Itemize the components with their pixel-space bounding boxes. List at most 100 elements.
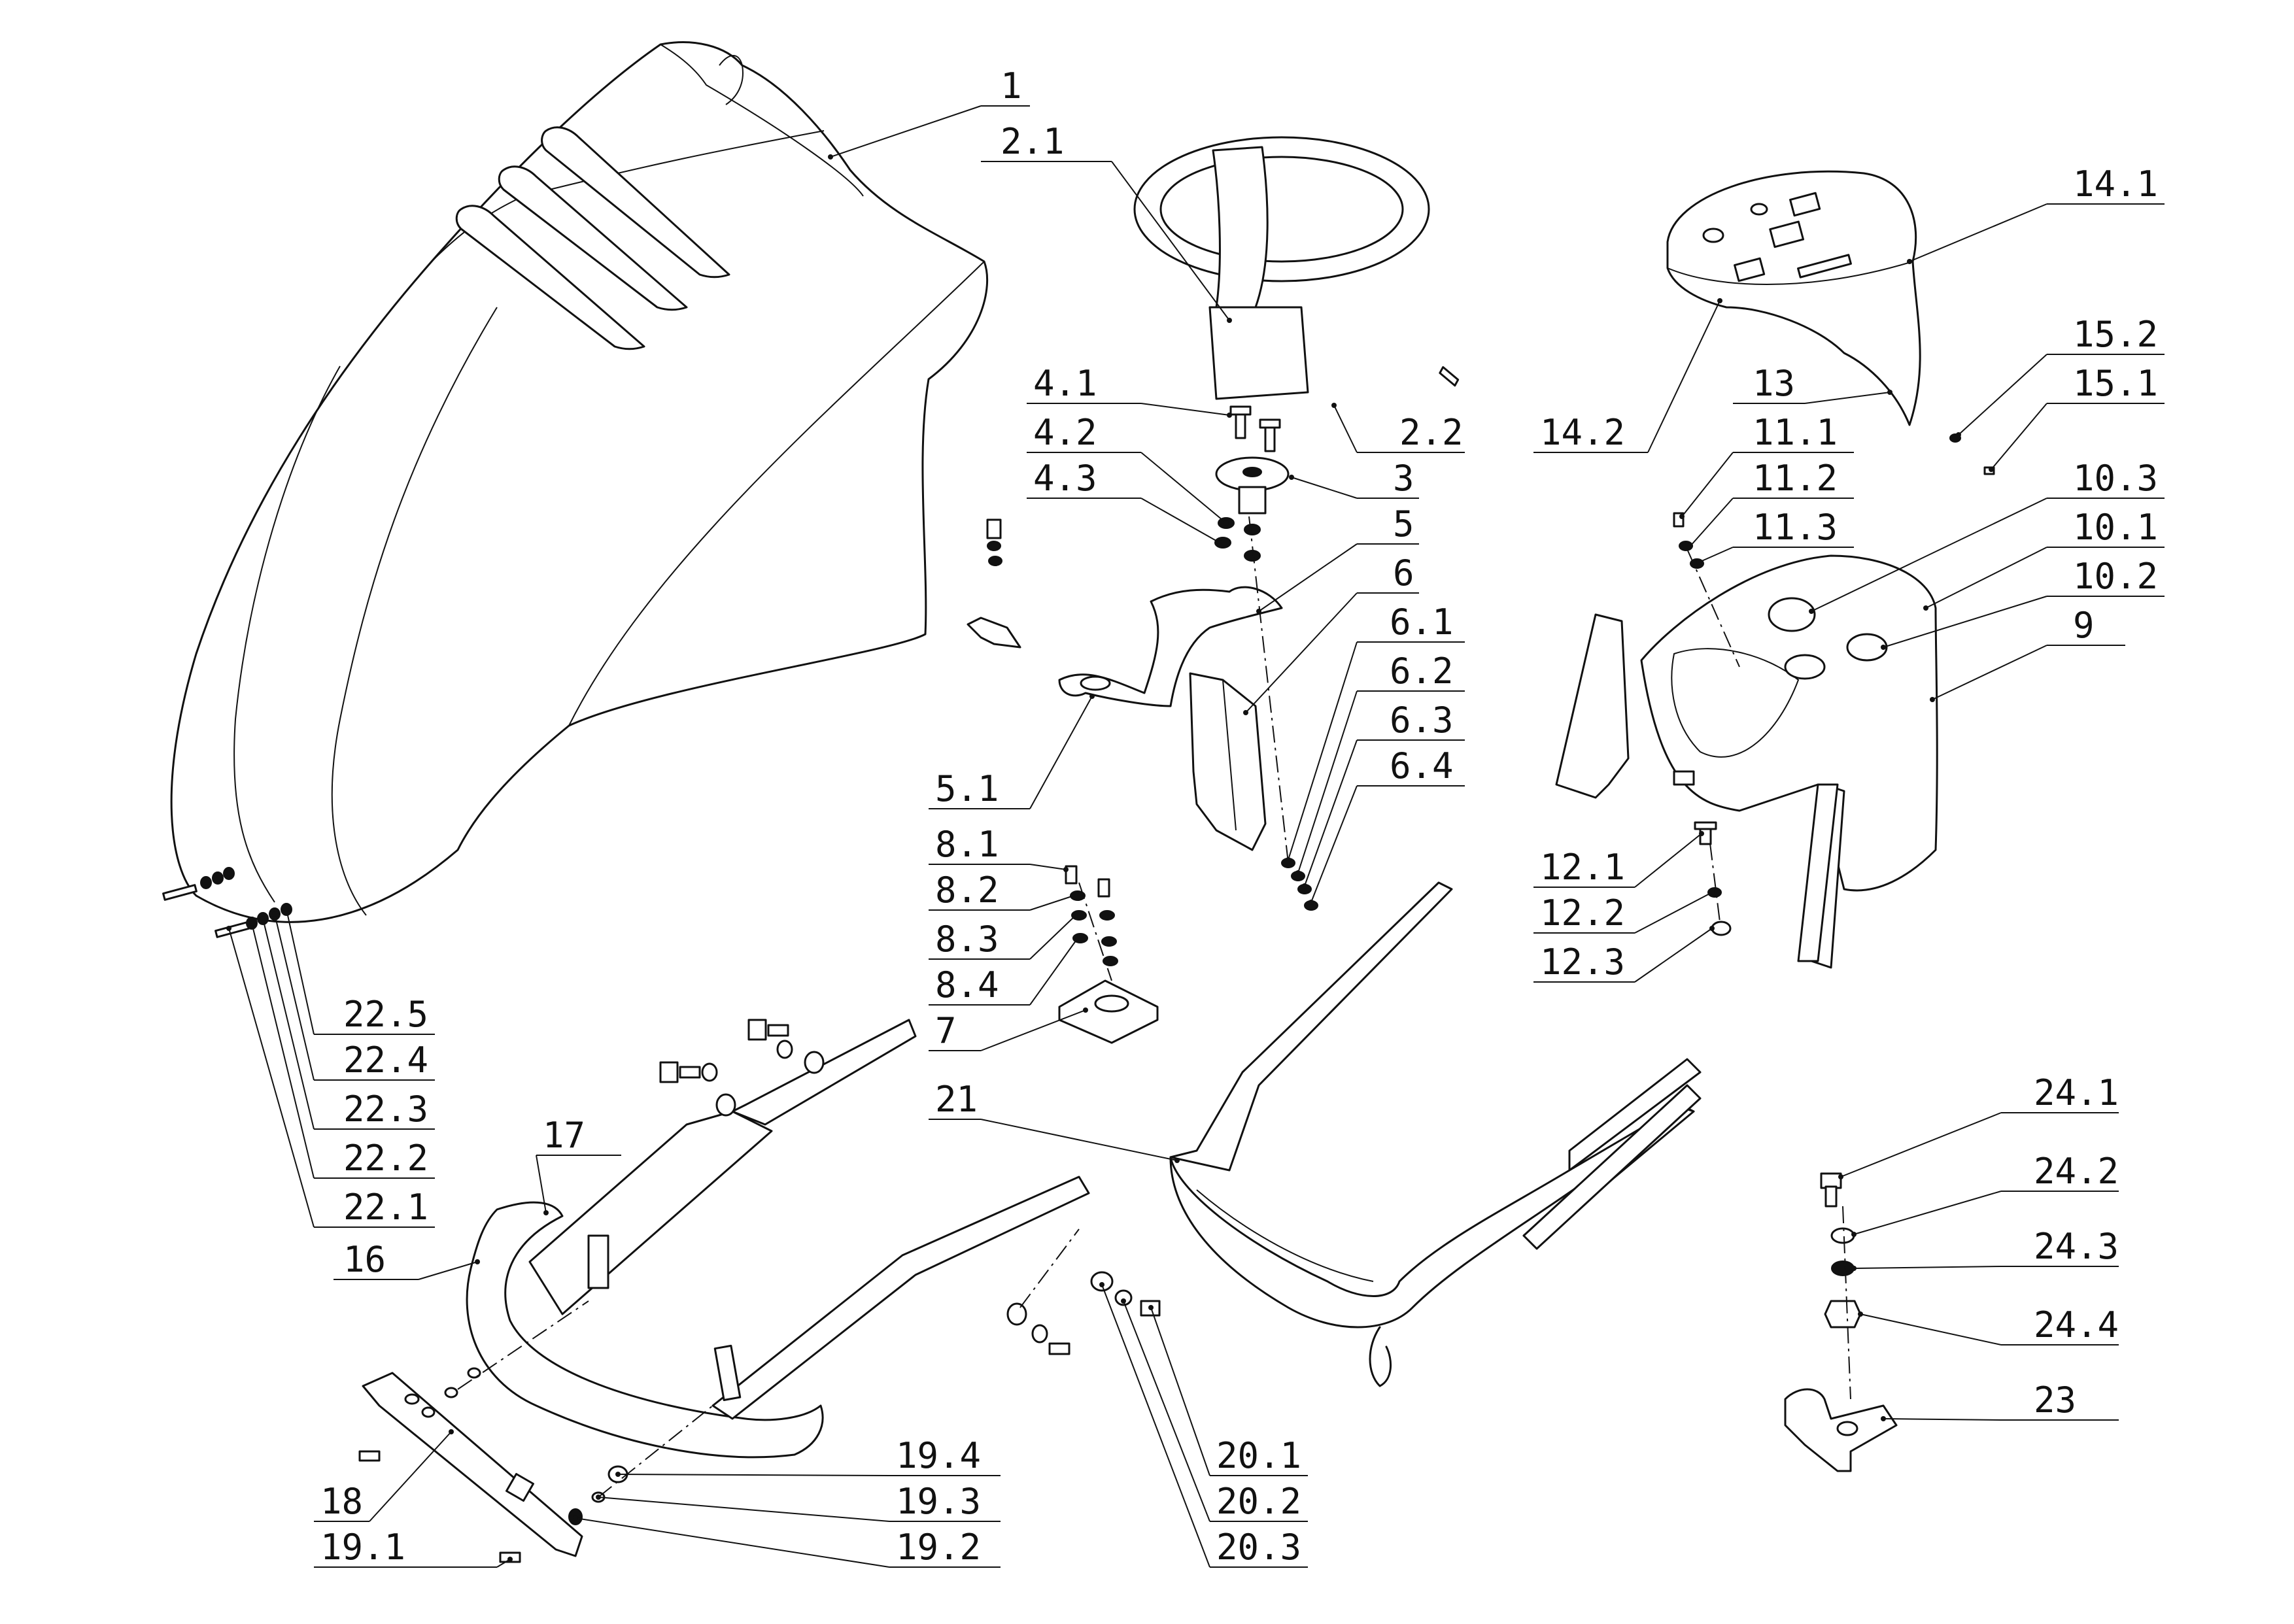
callout-leader-line: [1101, 1284, 1210, 1568]
callout-arrow-tip: [1717, 298, 1722, 303]
callout-label: 12.3: [1540, 941, 1625, 983]
callout-leader-line: [1853, 1191, 2002, 1235]
callout-leader-line: [1029, 864, 1067, 870]
callout-23: 23: [1881, 1379, 2119, 1421]
callout-label: 15.2: [2073, 314, 2158, 355]
callout-arrow-tip: [1696, 560, 1702, 565]
callout-14-2: 14.2: [1533, 298, 1722, 453]
callout-8-1: 8.1: [929, 824, 1069, 872]
callout-leader-line: [369, 1431, 452, 1522]
callout-arrow-tip: [1989, 467, 1994, 472]
callout-arrow-tip: [475, 1259, 480, 1264]
callout-16: 16: [334, 1239, 480, 1280]
callout-label: 4.1: [1033, 363, 1097, 404]
callout-arrow-tip: [1851, 1232, 1857, 1237]
callout-arrow-tip: [1295, 870, 1301, 875]
callout-20-2: 20.2: [1121, 1298, 1308, 1522]
callout-arrow-tip: [596, 1495, 601, 1500]
callout-leader-line: [1647, 300, 1720, 453]
part-column-6: [1189, 672, 1318, 911]
callout-arrow-tip: [260, 916, 265, 921]
callout-14-1: 14.1: [1907, 163, 2165, 264]
callout-label: 14.2: [1540, 412, 1625, 453]
callout-label: 20.1: [1216, 1435, 1301, 1476]
callout-22-1: 22.1: [226, 926, 435, 1228]
callout-label: 6.4: [1390, 745, 1454, 787]
callout-label: 22.3: [343, 1089, 428, 1130]
callout-arrow-tip: [249, 921, 254, 926]
callout-arrow-tip: [1699, 831, 1704, 836]
callout-label: 4.2: [1033, 412, 1097, 453]
callout-arrow-tip: [507, 1557, 513, 1562]
callout-leader-line: [1811, 498, 2047, 612]
callout-label: 11.1: [1753, 412, 1838, 453]
callout-label: 22.4: [343, 1040, 428, 1081]
callout-leader-line: [1860, 1313, 2002, 1345]
callout-label: 23: [2034, 1379, 2076, 1421]
callout-leader-line: [830, 105, 982, 158]
callout-arrow-tip: [1083, 1007, 1088, 1013]
callout-8-2: 8.2: [929, 870, 1076, 911]
callout-12-2: 12.2: [1533, 890, 1715, 934]
callout-8-3: 8.3: [929, 913, 1078, 960]
callout-leader-line: [1291, 477, 1358, 499]
callout-leader-line: [1698, 547, 1734, 563]
callout-arrow-tip: [1121, 1298, 1126, 1304]
callout-leader-line: [1925, 547, 2047, 609]
callout-label: 21: [935, 1079, 978, 1120]
callout-arrow-tip: [1227, 318, 1232, 323]
callout-leader-line: [1029, 895, 1074, 911]
callout-18: 18: [314, 1429, 454, 1522]
callout-arrow-tip: [1089, 694, 1095, 699]
part-bolts-16: [659, 1019, 1070, 1355]
callout-arrow-tip: [1063, 867, 1069, 872]
callout-arrow-tip: [284, 907, 289, 912]
callout-label: 12.2: [1540, 892, 1625, 934]
callout-leader-line: [418, 1261, 478, 1280]
callout-arrow-tip: [615, 1472, 621, 1477]
callout-4-1: 4.1: [1027, 363, 1232, 418]
callout-24-2: 24.2: [1851, 1151, 2119, 1237]
callout-leader-line: [1883, 596, 2047, 648]
part-bracket-5: [1058, 586, 1283, 707]
callout-5: 5: [1256, 503, 1419, 614]
callout-leader-line: [1932, 645, 2047, 700]
callout-leader-line: [274, 913, 315, 1081]
callout-arrow-tip: [1309, 900, 1314, 905]
callout-label: 3: [1393, 458, 1414, 499]
callout-24-1: 24.1: [1838, 1072, 2119, 1179]
callout-label: 13: [1753, 363, 1795, 404]
callout-6-4: 6.4: [1309, 745, 1465, 905]
callout-leader-line: [1288, 641, 1358, 860]
callout-label: 8.1: [935, 824, 999, 865]
callout-label: 10.3: [2073, 458, 2158, 499]
callout-label: 5: [1393, 503, 1414, 545]
callout-arrow-tip: [226, 926, 231, 931]
callout-leader-line: [980, 1009, 1086, 1051]
callout-10-1: 10.1: [1923, 507, 2165, 611]
callout-label: 9: [2073, 605, 2095, 646]
callout-leader-line: [536, 1155, 547, 1213]
part-frame-21: [1169, 881, 1702, 1387]
assembly-axes: [457, 516, 1851, 1498]
callout-label: 2.1: [1001, 121, 1065, 162]
callout-label: 6.1: [1390, 601, 1454, 643]
callout-leader-line: [1123, 1300, 1210, 1522]
callout-label: 1: [1001, 65, 1022, 107]
callout-leader-line: [1991, 403, 2047, 470]
callout-3: 3: [1289, 458, 1419, 499]
callout-leader-line: [1853, 1266, 2002, 1269]
callout-label: 19.3: [896, 1481, 981, 1522]
callout-label: 22.1: [343, 1187, 428, 1228]
callout-arrow-tip: [1073, 913, 1078, 918]
part-console-9: [1555, 554, 1938, 969]
callout-leader-line: [1029, 938, 1078, 1006]
callout-arrow-tip: [1071, 893, 1076, 898]
callout-leader-line: [1909, 203, 2047, 262]
callout-label: 18: [320, 1481, 363, 1522]
callout-label: 10.2: [2073, 556, 2158, 597]
callout-leader-line: [1883, 1418, 2002, 1421]
callout-label: 12.1: [1540, 847, 1625, 888]
callout-arrow-tip: [1858, 1311, 1863, 1317]
